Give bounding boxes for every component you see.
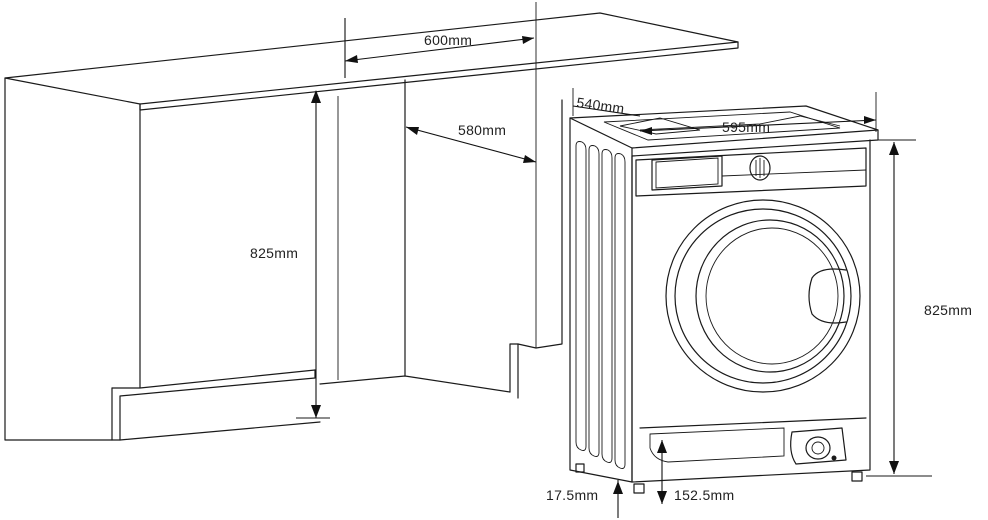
cabinet-plinth	[111, 369, 316, 441]
detergent-drawer	[651, 155, 723, 191]
filter-cover	[790, 427, 847, 465]
door-glass	[695, 219, 845, 373]
foot-front-left	[633, 483, 645, 494]
side-rib-4	[614, 153, 626, 469]
control-panel	[635, 147, 867, 197]
dim-825-cabinet-arrow-top	[311, 90, 321, 103]
countertop-front-edge	[139, 41, 739, 111]
side-rib-2	[588, 145, 600, 457]
machine-top-panel	[639, 115, 841, 131]
drain-hole	[831, 455, 837, 461]
niche-right-side	[517, 99, 563, 349]
dim-600-arrow-left	[345, 55, 358, 63]
door-outer-ring	[665, 199, 861, 393]
washing-machine	[569, 105, 879, 494]
door-handle	[808, 268, 847, 324]
side-rib-1	[575, 141, 587, 451]
label-cabinet-height: 825mm	[250, 245, 298, 261]
dim-580-arrow-left	[406, 127, 419, 135]
dim-825-machine-arrow-bottom	[889, 461, 899, 474]
machine-base-line	[639, 417, 867, 429]
door-ring	[674, 208, 852, 384]
label-machine-height: 825mm	[924, 302, 972, 318]
dim-600-arrow-right	[522, 36, 534, 44]
dim-600-line	[344, 37, 535, 62]
side-rib-3	[601, 149, 613, 463]
machine-top-lip	[631, 129, 879, 157]
dim-825-cabinet-arrow-bottom	[311, 405, 321, 418]
cabinet-dimensions: 600mm 580mm 825mm	[250, 18, 537, 419]
drain-filter-icon	[805, 436, 831, 460]
dim-595-line	[639, 119, 877, 132]
cabinet-left-side	[4, 77, 113, 441]
foot-rear-left	[575, 463, 585, 473]
machine-dimensions: 540mm 595mm 825mm 17.5mm 152.5mm	[546, 88, 972, 518]
dim-17-5-arrow	[613, 481, 623, 494]
label-plinth-height: 152.5mm	[674, 487, 734, 503]
dim-595-arrow-left	[640, 127, 652, 135]
foot-front-right	[851, 471, 863, 482]
label-cabinet-depth: 580mm	[458, 122, 506, 138]
dim-595-arrow-right	[864, 116, 876, 124]
kitchen-cabinet	[4, 2, 739, 441]
dim-580-arrow-right	[523, 155, 536, 163]
dim-152-5-arrow-top	[657, 440, 667, 453]
label-machine-depth: 540mm	[576, 94, 626, 117]
niche-plinth-right	[509, 343, 519, 399]
panel-line	[721, 169, 867, 177]
label-base-clearance: 17.5mm	[546, 487, 598, 503]
niche-floor	[319, 375, 511, 393]
base-recess	[649, 427, 785, 463]
machine-left-side	[569, 117, 633, 483]
label-cabinet-width: 600mm	[424, 32, 472, 48]
label-machine-width: 595mm	[722, 119, 770, 135]
cabinet-front-face	[111, 103, 316, 389]
cabinet-plinth-base	[119, 421, 321, 441]
countertop-top	[4, 12, 739, 105]
dim-540-line	[572, 105, 641, 117]
dim-580-line	[405, 126, 537, 163]
dim-825-machine-arrow-top	[889, 142, 899, 155]
dim-152-5-arrow-bottom	[657, 491, 667, 504]
door-glass-inner	[705, 227, 839, 365]
machine-front-face	[631, 139, 871, 483]
drain-filter-cap	[811, 441, 825, 455]
drawer-inner	[655, 157, 719, 189]
program-knob-icon	[749, 155, 771, 181]
